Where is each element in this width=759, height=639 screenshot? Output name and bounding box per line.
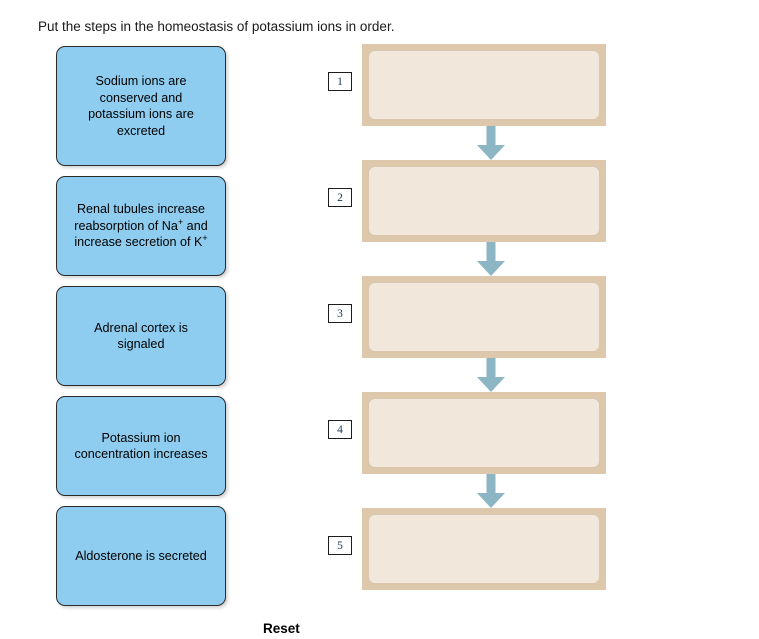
- drop-target-content: [368, 514, 600, 584]
- drop-target-1[interactable]: [362, 44, 606, 126]
- drop-slot-row: 5: [328, 508, 618, 590]
- slot-number-badge: 3: [328, 304, 352, 323]
- drag-card-label: Aldosterone is secreted: [75, 548, 207, 563]
- drop-target-2[interactable]: [362, 160, 606, 242]
- drop-target-content: [368, 50, 600, 120]
- arrow-down-icon: [476, 242, 506, 276]
- reset-button[interactable]: Reset: [263, 621, 300, 636]
- ordered-drop-zone: 1 2 3 4 5: [328, 44, 618, 590]
- flow-arrow-row: [328, 358, 618, 392]
- drop-slot-row: 4: [328, 392, 618, 474]
- drop-slot-row: 3: [328, 276, 618, 358]
- flow-arrow-row: [328, 474, 618, 508]
- flow-arrow-row: [328, 242, 618, 276]
- drop-target-5[interactable]: [362, 508, 606, 590]
- drop-target-content: [368, 282, 600, 352]
- drop-target-content: [368, 166, 600, 236]
- arrow-down-icon: [476, 474, 506, 508]
- question-prompt: Put the steps in the homeostasis of pota…: [38, 19, 395, 34]
- slot-number-badge: 5: [328, 536, 352, 555]
- drop-target-3[interactable]: [362, 276, 606, 358]
- drop-slot-row: 2: [328, 160, 618, 242]
- slot-number-badge: 2: [328, 188, 352, 207]
- slot-number-badge: 1: [328, 72, 352, 91]
- arrow-down-icon: [476, 126, 506, 160]
- card-aldosterone[interactable]: Aldosterone is secreted: [56, 506, 226, 606]
- arrow-down-icon: [476, 358, 506, 392]
- drop-target-4[interactable]: [362, 392, 606, 474]
- slot-number-badge: 4: [328, 420, 352, 439]
- drop-slot-row: 1: [328, 44, 618, 126]
- drop-target-content: [368, 398, 600, 468]
- flow-arrow-row: [328, 126, 618, 160]
